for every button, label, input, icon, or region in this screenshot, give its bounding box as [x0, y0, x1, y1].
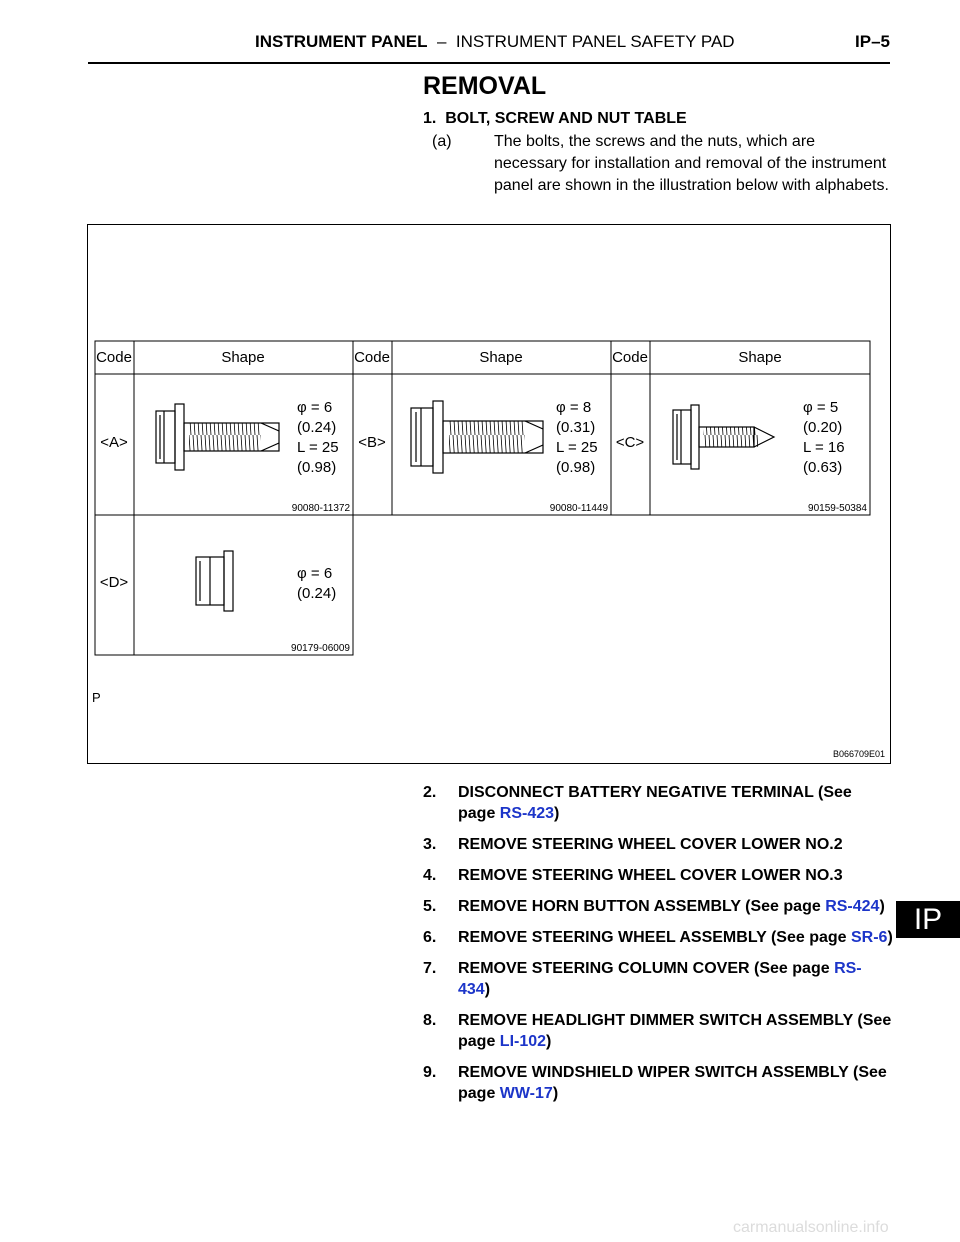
bolt-a-drawing	[155, 403, 280, 471]
link-sr-6[interactable]: SR-6	[850, 929, 888, 946]
step-8: 8.REMOVE HEADLIGHT DIMMER SWITCH ASSEMBL…	[423, 1012, 892, 1050]
svg-text:(0.98): (0.98)	[297, 459, 336, 476]
svg-text:(0.31): (0.31)	[556, 419, 595, 436]
svg-text:L = 25: L = 25	[297, 439, 339, 456]
step-1-heading: 1. BOLT, SCREW AND NUT TABLE	[423, 110, 687, 127]
code-labels: <A> <B> <C> <D>	[100, 434, 645, 591]
header-shape-3: Shape	[738, 349, 781, 366]
step-9: 9.REMOVE WINDSHIELD WIPER SWITCH ASSEMBL…	[423, 1064, 887, 1102]
page-header: INSTRUMENT PANEL – INSTRUMENT PANEL SAFE…	[88, 30, 890, 64]
bolt-table-svg: Code Shape Code Shape Code Shape <A> <B>…	[92, 340, 885, 759]
spec-c: φ = 5 (0.20) L = 16 (0.63)	[803, 399, 845, 476]
header-separator: –	[436, 32, 447, 51]
part-number-d: 90179-06009	[291, 643, 350, 654]
svg-text:φ = 5: φ = 5	[803, 399, 838, 416]
link-li-102[interactable]: LI-102	[499, 1033, 547, 1050]
part-number-c: 90159-50384	[808, 503, 867, 514]
code-a: <A>	[100, 434, 128, 451]
header-code-1: Code	[96, 349, 132, 366]
step-7: 7.REMOVE STEERING COLUMN COVER (See page…	[423, 960, 862, 998]
section-title: REMOVAL	[423, 72, 547, 100]
svg-text:φ = 8: φ = 8	[556, 399, 591, 416]
svg-text:L = 16: L = 16	[803, 439, 845, 456]
p-label: P	[92, 690, 101, 705]
step-5: 5.REMOVE HORN BUTTON ASSEMBLY (See page …	[423, 898, 885, 915]
screw-c-drawing	[672, 404, 776, 470]
steps-list: 2.DISCONNECT BATTERY NEGATIVE TERMINAL (…	[423, 782, 893, 1114]
section-tab: IP	[896, 901, 960, 938]
table-grid	[94, 340, 871, 656]
header-page-number: IP–5	[855, 32, 890, 51]
code-d: <D>	[100, 574, 129, 591]
svg-text:φ = 6: φ = 6	[297, 399, 332, 416]
header-title: INSTRUMENT PANEL – INSTRUMENT PANEL SAFE…	[255, 32, 735, 52]
table-headers: Code Shape Code Shape Code Shape	[96, 349, 782, 366]
code-b: <B>	[358, 434, 386, 451]
link-rs-423[interactable]: RS-423	[499, 805, 555, 822]
step-3: 3.REMOVE STEERING WHEEL COVER LOWER NO.2	[423, 836, 843, 853]
watermark: carmanualsonline.info	[733, 1219, 889, 1236]
header-code-2: Code	[354, 349, 390, 366]
step-6: 6.REMOVE STEERING WHEEL ASSEMBLY (See pa…	[423, 929, 893, 946]
figure-id: B066709E01	[833, 749, 885, 759]
nut-d-drawing	[195, 550, 234, 612]
substep-text: The bolts, the screws and the nuts, whic…	[494, 133, 889, 194]
bolt-table-figure: Code Shape Code Shape Code Shape <A> <B>…	[87, 224, 891, 764]
header-shape-2: Shape	[479, 349, 522, 366]
link-rs-434[interactable]: RS-434	[458, 960, 862, 998]
code-c: <C>	[616, 434, 645, 451]
step-4: 4.REMOVE STEERING WHEEL COVER LOWER NO.3	[423, 867, 843, 884]
bolt-b-drawing	[410, 400, 544, 474]
spec-a: φ = 6 (0.24) L = 25 (0.98)	[297, 399, 339, 476]
step-2: 2.DISCONNECT BATTERY NEGATIVE TERMINAL (…	[423, 784, 852, 822]
svg-text:(0.98): (0.98)	[556, 459, 595, 476]
header-section: INSTRUMENT PANEL	[255, 32, 428, 51]
svg-text:(0.63): (0.63)	[803, 459, 842, 476]
part-number-a: 90080-11372	[292, 503, 351, 514]
svg-text:(0.24): (0.24)	[297, 585, 336, 602]
header-shape-1: Shape	[221, 349, 264, 366]
header-code-3: Code	[612, 349, 648, 366]
substep-letter: (a)	[432, 133, 452, 150]
part-number-b: 90080-11449	[550, 503, 609, 514]
part-numbers: 90080-11372 90080-11449 90159-50384 9017…	[291, 503, 867, 654]
spec-d: φ = 6 (0.24)	[297, 565, 336, 602]
link-rs-424[interactable]: RS-424	[825, 898, 880, 915]
header-subsection: INSTRUMENT PANEL SAFETY PAD	[455, 32, 735, 51]
link-ww-17[interactable]: WW-17	[499, 1085, 553, 1102]
svg-text:(0.20): (0.20)	[803, 419, 842, 436]
svg-text:L = 25: L = 25	[556, 439, 598, 456]
svg-text:(0.24): (0.24)	[297, 419, 336, 436]
spec-b: φ = 8 (0.31) L = 25 (0.98)	[556, 399, 598, 476]
svg-text:φ = 6: φ = 6	[297, 565, 332, 582]
